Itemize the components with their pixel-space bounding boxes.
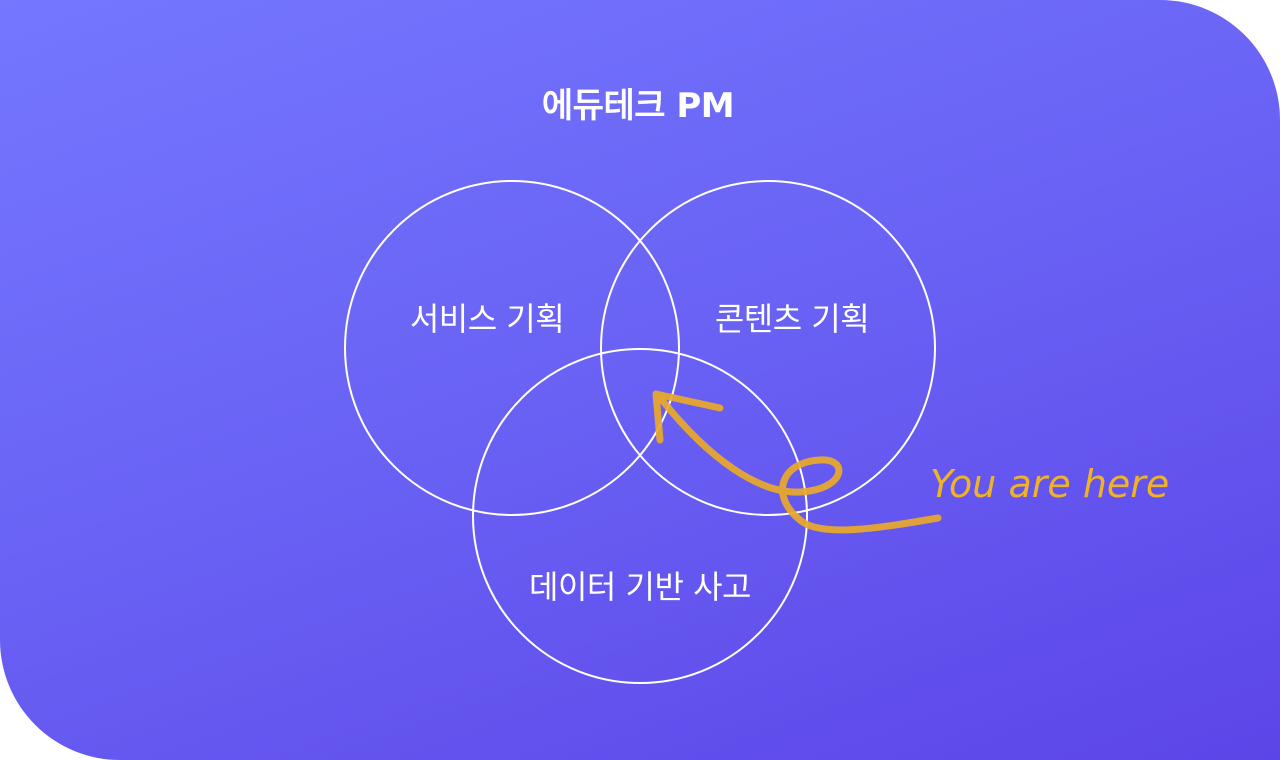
content-label: 콘텐츠 기획 bbox=[715, 300, 869, 338]
you-are-here-label: You are here bbox=[930, 462, 1169, 506]
you-are-here-arrow bbox=[652, 390, 942, 534]
service-label: 서비스 기획 bbox=[410, 300, 564, 338]
page-title: 에듀테크 PM bbox=[541, 86, 735, 126]
content-circle bbox=[600, 180, 936, 516]
data-circle bbox=[472, 348, 808, 684]
service-circle bbox=[344, 180, 680, 516]
data-label: 데이터 기반 사고 bbox=[529, 568, 751, 606]
